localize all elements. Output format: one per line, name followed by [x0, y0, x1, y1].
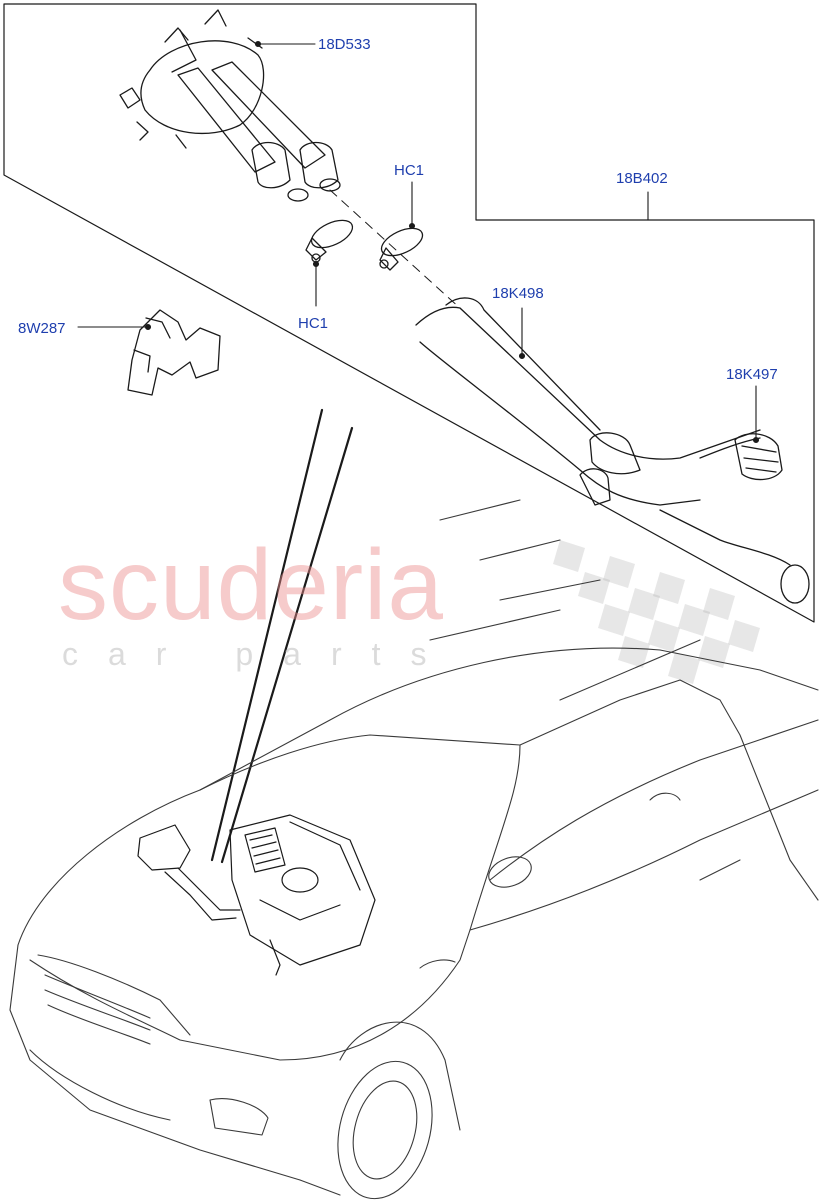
callout-hc1-top[interactable]: HC1: [394, 162, 425, 179]
hose-clamp-hc1-right[interactable]: [377, 223, 426, 271]
callout-18B402[interactable]: 18B402: [616, 170, 668, 187]
pointer-lines: [210, 408, 354, 864]
assembly-dash-line: [329, 189, 463, 311]
quick-connector-18K497[interactable]: [734, 433, 783, 481]
callout-18K498[interactable]: 18K498: [492, 285, 544, 302]
callout-hc1-left[interactable]: HC1: [298, 315, 329, 332]
hvac-heater-module: [137, 814, 376, 976]
vehicle-outline: [9, 499, 819, 1200]
bracket-8W287[interactable]: [127, 309, 221, 396]
heater-valve-18D533[interactable]: [119, 9, 341, 202]
callout-8W287[interactable]: 8W287: [18, 320, 66, 337]
checkered-flag-watermark: [553, 540, 760, 684]
callout-18D533[interactable]: 18D533: [318, 36, 371, 53]
callout-18K497[interactable]: 18K497: [726, 366, 778, 383]
hose-clamp-hc1-left[interactable]: [305, 215, 357, 263]
heater-hose-18K498[interactable]: [415, 297, 810, 604]
inset-border: [3, 3, 815, 623]
leader-lines: [77, 40, 760, 444]
